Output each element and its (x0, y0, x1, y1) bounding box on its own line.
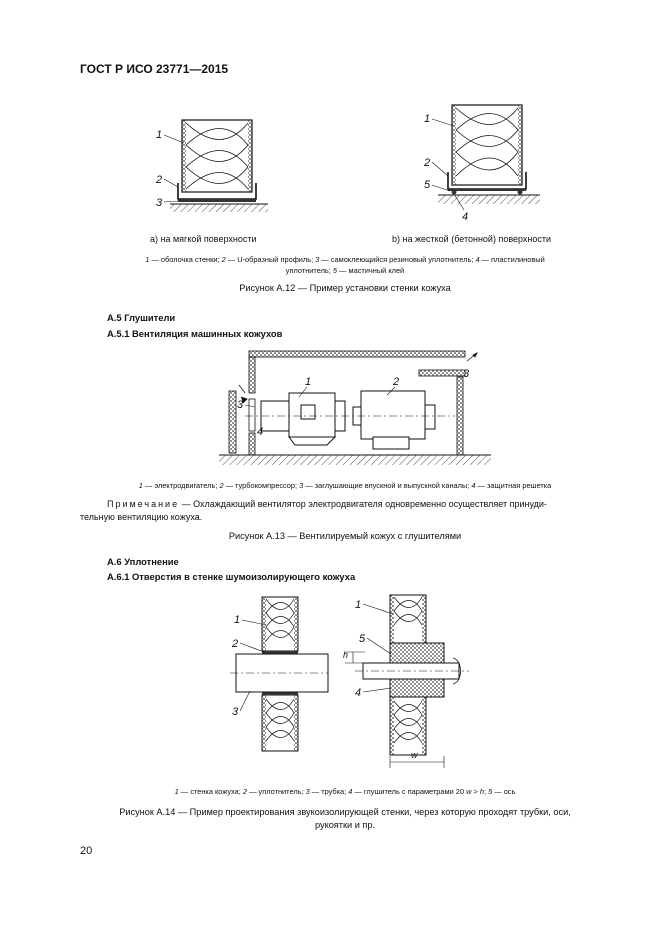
label-3-inlet: 3 (237, 399, 244, 411)
insulation-pattern (265, 598, 295, 742)
wall-cladding (262, 695, 266, 751)
leader-lines (431, 118, 465, 211)
protective-grille (248, 398, 256, 432)
label-1: 1 (156, 129, 162, 141)
figure-a14-legend: 1 — стенка кожуха; 2 — уплотнитель; 3 — … (174, 787, 516, 796)
outlet-duct (418, 369, 466, 377)
turbo-compressor (352, 390, 436, 450)
page-number: 20 (80, 845, 93, 857)
label-h: h (343, 650, 348, 660)
insulation-pattern (393, 596, 423, 744)
wall-cladding (422, 697, 426, 755)
mastic-glue (448, 189, 526, 191)
sealant (262, 692, 298, 695)
label-3: 3 (156, 197, 163, 209)
caption-a: а) на мягкой поверхности (150, 234, 257, 244)
wall-casing (181, 119, 253, 193)
wall-cladding (248, 120, 252, 192)
figure-a14-diagram-left: 1 2 3 (230, 596, 329, 752)
wall (261, 694, 299, 752)
section-a5-1-heading: А.5.1 Вентиляция машинных кожухов (107, 328, 283, 339)
silencer-top (389, 642, 445, 664)
plastic-seal (517, 189, 523, 195)
wall-cladding (294, 695, 298, 751)
ground-hatch (170, 204, 268, 212)
label-5: 5 (359, 633, 366, 645)
wall-cladding (294, 597, 298, 651)
silencer-bottom (389, 678, 445, 698)
leader-lines (163, 134, 185, 203)
wall-cladding (390, 595, 394, 643)
u-profile (447, 172, 527, 190)
label-2: 2 (423, 157, 430, 169)
wall-cladding (390, 697, 394, 755)
label-4: 4 (257, 426, 263, 438)
label-4: 4 (355, 687, 361, 699)
figure-a13-title: Рисунок А.13 — Вентилируемый кожух с глу… (228, 531, 462, 541)
label-4: 4 (462, 211, 468, 223)
section-a6-heading: А.6 Уплотнение (107, 556, 179, 567)
label-1: 1 (424, 113, 430, 125)
label-2: 2 (155, 174, 162, 186)
wall (261, 596, 299, 652)
label-1: 1 (234, 614, 240, 626)
enclosure-roof (248, 350, 466, 358)
label-w: w (411, 750, 418, 760)
figure-a14-diagram-right: 1 5 4 h w (343, 594, 469, 768)
leader-lines (362, 603, 394, 693)
enclosure-wall-left-lower (248, 432, 256, 456)
ground-hatch (438, 195, 540, 204)
figure-a13-note: Примечание — Охлаждающий вентилятор элек… (80, 499, 547, 522)
section-a6-1-heading: А.6.1 Отверстия в стенке шумоизолирующег… (107, 571, 356, 582)
dimension-w (389, 756, 445, 768)
rubber-seal (178, 199, 256, 202)
figure-a14-title: Рисунок А.14 — Пример проектирования зву… (119, 807, 571, 830)
wall (389, 696, 427, 756)
sealant (262, 651, 298, 654)
leader-lines (239, 619, 267, 712)
label-2: 2 (392, 376, 399, 388)
electric-motor (260, 392, 346, 446)
label-5: 5 (424, 179, 431, 191)
figure-a12-diagram-b: 1 2 5 4 (423, 104, 540, 223)
figure-a12-title: Рисунок А.12 — Пример установки стенки к… (239, 283, 451, 293)
wall-cladding (422, 595, 426, 643)
inlet-silencer (228, 390, 237, 454)
leader-lines (244, 386, 396, 408)
label-3: 3 (232, 706, 239, 718)
label-1: 1 (305, 376, 311, 388)
insulation-pattern (455, 107, 519, 177)
wall-cladding (452, 105, 456, 185)
label-1: 1 (355, 599, 361, 611)
insulation-pattern (185, 122, 249, 190)
section-a5-heading: А.5 Глушители (107, 312, 176, 323)
document-header: ГОСТ Р ИСО 23771—2015 (80, 62, 229, 76)
figure-a13-diagram: 1 2 3 3 4 (219, 350, 491, 465)
rotation-arrow (452, 657, 461, 685)
figure-a12-diagram-a: 1 2 3 (155, 119, 268, 212)
wall-cladding (182, 120, 186, 192)
wall-cladding (262, 597, 266, 651)
plastic-seal (451, 189, 457, 195)
enclosure-wall-left (248, 356, 256, 394)
airflow-arrows (238, 352, 478, 404)
wall-cladding (518, 105, 522, 185)
figure-a13-legend: 1 — электродвигатель; 2 — турбокомпрессо… (138, 481, 552, 490)
label-3-outlet: 3 (463, 368, 470, 380)
label-2: 2 (231, 638, 238, 650)
note-word: Примечание (107, 499, 180, 509)
enclosure-wall-right (456, 376, 464, 456)
figure-a12-legend: 1 — оболочка стенки; 2 — U-образный проф… (145, 255, 545, 275)
caption-b: b) на жесткой (бетонной) поверхности (392, 234, 552, 244)
wall (389, 594, 427, 644)
dimension-h (345, 651, 365, 664)
floor-hatch (219, 455, 491, 465)
